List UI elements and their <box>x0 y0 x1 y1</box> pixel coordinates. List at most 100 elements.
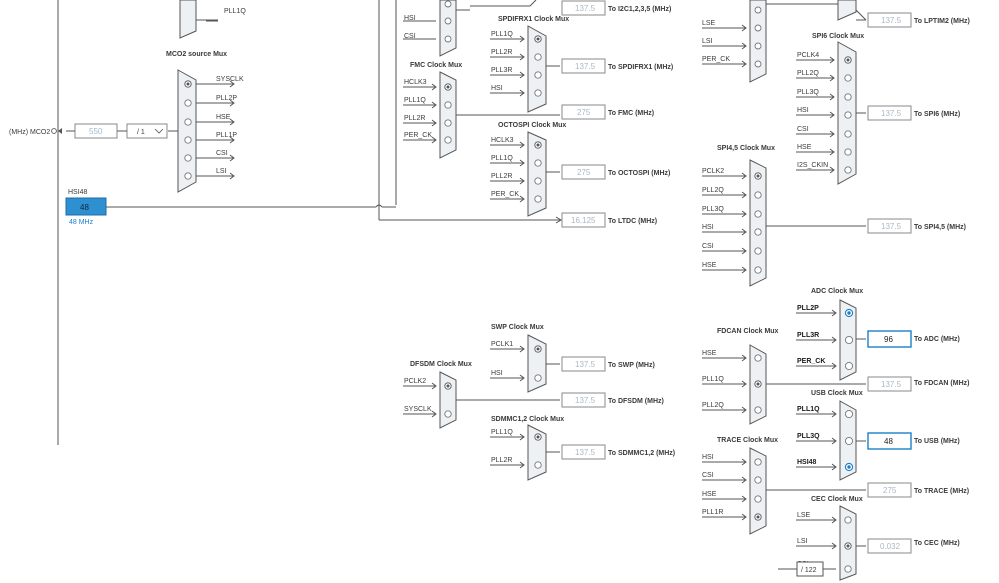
spi6-radio-i2s-ckin[interactable] <box>844 166 852 174</box>
usb-radio-pll3q[interactable] <box>844 436 854 446</box>
adc-dest: To ADC (MHz) <box>914 336 960 343</box>
spi45-input-pll2q: PLL2Q <box>702 187 724 194</box>
fmc-radio-per-ck[interactable] <box>444 136 452 144</box>
spi6-radio-hsi[interactable] <box>844 111 852 119</box>
usb-value: 48 <box>884 437 893 446</box>
trace-value-box <box>867 482 912 498</box>
fmc-radio-pll1q[interactable] <box>444 101 452 109</box>
octospi-input-pll1q: PLL1Q <box>491 155 513 162</box>
spi45-value: 137.5 <box>881 222 902 231</box>
spi6-input-hse: HSE <box>797 144 812 151</box>
arrow-right-icon <box>741 354 747 362</box>
octospi-radio-pll2r[interactable] <box>534 177 542 185</box>
dfsdm-value: 137.5 <box>575 396 596 405</box>
mco2-source-mux[interactable]: MCO2 source Mux SYSCLKPLL2PHSEPLL1PCSILS… <box>166 51 244 193</box>
lptim2-radio[interactable] <box>754 60 762 68</box>
lptim2-radio[interactable] <box>754 42 762 50</box>
arrow-right-icon <box>741 476 747 484</box>
spi45-radio-pll2q[interactable] <box>754 191 762 199</box>
lptim2-radio[interactable] <box>754 24 762 32</box>
ltdc-value: 16.125 <box>571 216 596 225</box>
trace-radio-hse[interactable] <box>754 495 762 503</box>
spi6-value: 137.5 <box>881 109 902 118</box>
lptim2-value-box <box>867 12 912 28</box>
arrow-right-icon <box>829 74 835 82</box>
mco2-input-hse: HSE <box>216 114 231 121</box>
spi45-radio-hse[interactable] <box>754 266 762 274</box>
cec-radio-lse[interactable] <box>844 516 852 524</box>
usb-dest: To USB (MHz) <box>914 438 960 445</box>
spi6-radio-pll2q[interactable] <box>844 74 852 82</box>
output-pin-icon <box>51 128 57 134</box>
spi6-mux-title: SPI6 Clock Mux <box>812 33 864 40</box>
usb-radio-pll1q[interactable] <box>844 409 854 419</box>
dfsdm-radio-sysclk[interactable] <box>444 410 452 418</box>
spi6-radio-hse[interactable] <box>844 148 852 156</box>
spdifrx-input-hsi: HSI <box>491 85 503 92</box>
spi45-radio-csi[interactable] <box>754 247 762 255</box>
adc-radio-pll3r[interactable] <box>844 335 854 345</box>
swp-radio-hsi[interactable] <box>534 374 542 382</box>
arrow-right-icon <box>831 309 837 317</box>
mco2-radio-hse[interactable] <box>184 118 192 126</box>
sdmmc-radio-pll2r[interactable] <box>534 461 542 469</box>
arrow-right-icon <box>831 542 837 550</box>
swp-value: 137.5 <box>575 360 596 369</box>
mco2-radio-pll2p[interactable] <box>184 99 192 107</box>
fdcan-radio-pll2q[interactable] <box>754 406 762 414</box>
octospi-radio-pll1q[interactable] <box>534 159 542 167</box>
fmc-radio-dot <box>446 85 450 89</box>
spi6-radio-pll3q[interactable] <box>844 93 852 101</box>
usb-value-box[interactable] <box>867 432 912 450</box>
mco2-radio-csi[interactable] <box>184 154 192 162</box>
lptim2-dest: To LPTIM2 (MHz) <box>914 18 970 25</box>
spi6-radio-csi[interactable] <box>844 130 852 138</box>
adc-radio-per-ck[interactable] <box>844 361 854 371</box>
spdifrx-radio-hsi[interactable] <box>534 89 542 97</box>
spi6-clock-mux[interactable]: SPI6 Clock Mux PCLK4PLL2QPLL3QHSICSIHSEI… <box>796 33 960 185</box>
spdifrx-radio-pll3r[interactable] <box>534 71 542 79</box>
spi45-radio-hsi[interactable] <box>754 228 762 236</box>
fdcan-radio-hse[interactable] <box>754 354 762 362</box>
left-bus-lines <box>57 0 562 445</box>
dfsdm-radio-dot <box>446 384 450 388</box>
swp-mux-title: SWP Clock Mux <box>491 324 544 331</box>
mco2-radio-lsi[interactable] <box>184 172 192 180</box>
cec-clock-mux[interactable]: CEC Clock Mux LSELSICSI 0.032 To CEC (MH… <box>778 496 960 581</box>
swp-radio-dot <box>536 347 540 351</box>
mco2-radio-pll1p[interactable] <box>184 136 192 144</box>
adc-value-box[interactable] <box>867 330 912 348</box>
trace-radio-csi[interactable] <box>754 476 762 484</box>
arrow-right-icon <box>519 141 525 149</box>
fmc-radio-pll2r[interactable] <box>444 119 452 127</box>
spi45-radio-pll3q[interactable] <box>754 210 762 218</box>
cec-radio-csi[interactable] <box>844 565 852 573</box>
hsi48-oscillator: HSI48 48 48 MHz <box>65 189 396 226</box>
spdifrx-input-pll3r: PLL3R <box>491 67 512 74</box>
octospi-radio-per-ck[interactable] <box>534 195 542 203</box>
arrow-right-icon <box>741 266 747 274</box>
fdcan-input-hse: HSE <box>702 350 717 357</box>
mco2-output-path: / 1 550 (MHz) MCO2 <box>9 123 178 139</box>
dfsdm-mux-title: DFSDM Clock Mux <box>410 361 472 368</box>
spi6-input-csi: CSI <box>797 126 809 133</box>
sdmmc-value-box <box>561 444 606 460</box>
spdifrx-radio-pll2r[interactable] <box>534 53 542 61</box>
arrow-right-icon <box>741 458 747 466</box>
arrow-left-icon <box>58 128 62 134</box>
adc-input-per-ck: PER_CK <box>797 358 825 365</box>
trace-radio-hsi[interactable] <box>754 458 762 466</box>
spi45-clock-mux[interactable]: SPI4,5 Clock Mux PCLK2PLL2QPLL3QHSICSIHS… <box>702 145 966 287</box>
arrow-right-icon <box>829 166 835 174</box>
